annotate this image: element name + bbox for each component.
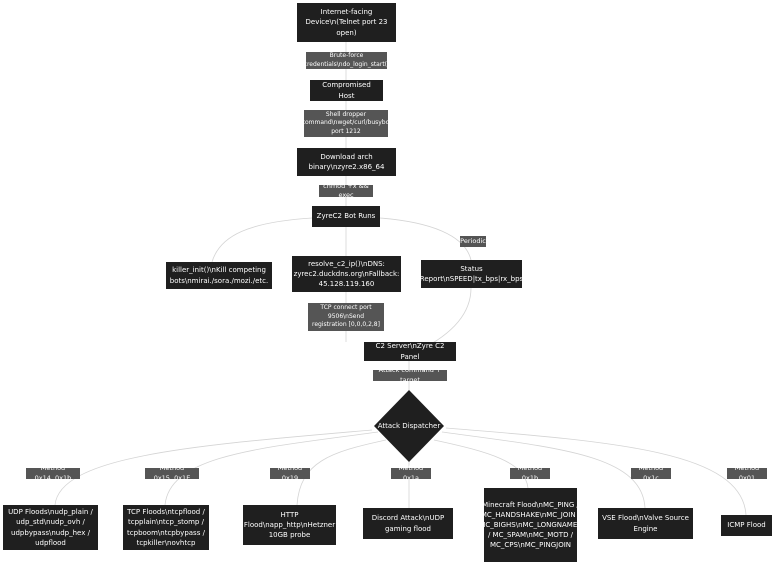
- node-udp-floods: UDP Floods\nudp_plain / udp_std\nudp_ovh…: [3, 505, 98, 550]
- node-discord-attack: Discord Attack\nUDP gaming flood: [363, 508, 453, 539]
- label-brute-force: Brute-force credentials\ndo_login_start(…: [303, 52, 390, 69]
- label-attack-command: Attack command + target: [373, 366, 447, 384]
- node-killer-init: killer_init()\nKill competing bots\nmira…: [166, 262, 272, 289]
- edge-dispatcher-to-minecraft: [433, 439, 529, 489]
- label-method-tcp: Method 0x15..0x1E: [145, 464, 199, 482]
- node-download-arch: Download arch binary\nzyre2.x86_64: [297, 148, 396, 176]
- label-method-http: Method 0x19: [270, 464, 310, 482]
- label-method-minecraft: Method 0x1b: [510, 464, 550, 482]
- node-http-flood: HTTP Flood\napp_http\nHetzner 10GB probe: [243, 505, 336, 545]
- node-tcp-floods: TCP Floods\ntcpflood / tcpplain\ntcp_sto…: [123, 505, 209, 550]
- edge-dispatcher-to-vse: [441, 431, 646, 509]
- label-method-discord: Method 0x1a: [391, 464, 431, 482]
- edge-dispatcher-to-udp: [54, 429, 373, 506]
- attack-dispatcher-diamond: [374, 390, 444, 462]
- node-c2-server: C2 Server\nZyre C2 Panel: [364, 342, 456, 361]
- edge-dispatcher-to-http: [296, 439, 387, 506]
- node-minecraft-flood: Minecraft Flood\nMC_PING / MC_HANDSHAKE\…: [479, 488, 582, 562]
- label-periodic: Periodic: [460, 236, 486, 247]
- edge-dispatcher-to-icmp: [445, 427, 747, 516]
- node-status-report: Status Report\nSPEED|tx_bps|rx_bps: [420, 260, 523, 288]
- label-shell-dropper: Shell dropper (command\nwget/curl/busybo…: [299, 110, 393, 137]
- label-chmod: chmod +x && exec: [319, 182, 373, 199]
- attack-dispatcher-label: Attack Dispatcher: [377, 422, 441, 430]
- node-vse-flood: VSE Flood\nValve Source Engine: [598, 508, 693, 539]
- node-resolve-c2: resolve_c2_ip()\nDNS: zyrec2.duckdns.org…: [292, 256, 401, 292]
- edge-bot-to-killer: [211, 217, 313, 263]
- label-method-vse: Method 0x1c: [631, 464, 671, 482]
- label-method-udp: Method 0x14..0x1b: [26, 464, 80, 482]
- label-tcp-connect: TCP connect port 9506\nSend registration…: [308, 303, 384, 331]
- edge-bot-to-status: [379, 217, 472, 261]
- node-icmp-flood: ICMP Flood: [721, 515, 772, 536]
- label-method-icmp: Method 0x01: [727, 464, 767, 482]
- node-internet-device: Internet-facing Device\n(Telnet port 23 …: [297, 3, 396, 42]
- node-compromised-host: Compromised Host: [310, 80, 383, 101]
- node-zyre-bot: ZyreC2 Bot Runs: [312, 206, 380, 227]
- edge-dispatcher-to-tcp: [164, 431, 379, 506]
